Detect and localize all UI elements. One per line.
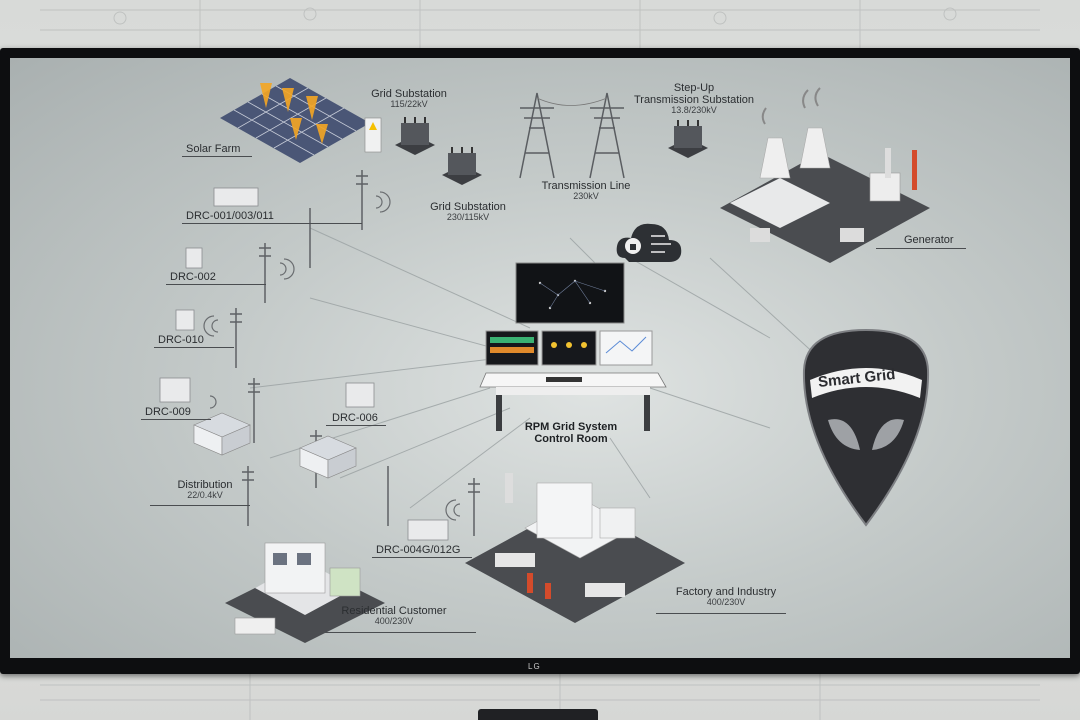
pylon-icon	[519, 92, 625, 179]
grid-substation-rating: 115/22kV	[390, 99, 428, 110]
drc-004-label: DRC-004G/012G	[376, 544, 461, 556]
grid-substation-title: Grid Substation	[371, 88, 447, 100]
grid-substation-label: Grid Substation 115/22kV	[364, 88, 454, 110]
control-room-title-line1: RPM Grid System	[524, 421, 618, 433]
residential-title: Residential Customer	[341, 605, 447, 617]
solar-farm-label: Solar Farm	[186, 143, 241, 155]
grid-substation-2-rating: 230/115kV	[446, 212, 490, 223]
factory-label: Factory and Industry 400/230V	[656, 586, 796, 608]
drc-010-label: DRC-010	[158, 334, 204, 346]
grid-substation-2-label: Grid Substation 230/115kV	[416, 201, 520, 223]
transformer-icon	[395, 117, 435, 155]
meter-box-icon	[299, 435, 357, 479]
transmission-line-rating: 230kV	[573, 191, 599, 202]
transmission-line-label: Transmission Line 230kV	[524, 180, 648, 202]
meter-box-icon	[159, 187, 449, 541]
factory-rating: 400/230V	[706, 597, 746, 608]
label-underline	[154, 347, 234, 348]
control-room-title-line2: Control Room	[534, 433, 608, 446]
power-plant-icon	[720, 87, 930, 263]
label-underline	[182, 156, 252, 157]
grid-substation-2-title: Grid Substation	[430, 201, 506, 213]
transformer-icon	[442, 147, 482, 185]
drc-009-label: DRC-009	[145, 406, 191, 418]
tv-stand	[478, 709, 598, 720]
generator-label: Generator	[904, 234, 954, 246]
house-icon	[225, 542, 385, 643]
distribution-label: Distribution 22/0.4kV	[160, 479, 250, 501]
tv-brand-logo: LG	[528, 662, 541, 671]
factory-title: Factory and Industry	[675, 586, 777, 598]
label-underline	[182, 223, 362, 224]
residential-label: Residential Customer 400/230V	[324, 605, 464, 627]
drc-001-label: DRC-001/003/011	[186, 210, 274, 222]
factory-icon	[465, 473, 685, 623]
cloud-lock-icon	[616, 223, 682, 262]
label-underline	[656, 613, 786, 614]
diagram-canvas	[159, 78, 930, 643]
distribution-rating: 22/0.4kV	[187, 490, 223, 501]
drc-006-label: DRC-006	[332, 412, 378, 424]
step-up-substation-label: Step-Up Transmission Substation 13.8/230…	[614, 82, 774, 116]
label-underline	[306, 632, 476, 633]
smart-grid-badge-icon	[802, 328, 930, 527]
pole-antenna-icon	[230, 170, 480, 536]
label-underline	[166, 284, 266, 285]
label-underline	[141, 419, 211, 420]
label-underline	[372, 557, 472, 558]
tv-screen: Solar Farm Grid Substation 115/22kV Step…	[10, 58, 1070, 658]
signal-icon	[203, 191, 461, 521]
label-underline	[876, 248, 966, 249]
control-room-label: RPM Grid System Control Room	[506, 421, 636, 445]
control-desk-icon	[479, 262, 667, 431]
drc-002-label: DRC-002	[170, 271, 216, 283]
label-underline	[150, 505, 250, 506]
step-up-rating: 13.8/230kV	[671, 105, 717, 116]
distribution-title: Distribution	[177, 479, 233, 491]
label-underline	[326, 425, 386, 426]
residential-rating: 400/230V	[374, 616, 414, 627]
solar-panel-icon	[220, 78, 382, 163]
step-up-title-line1: Step-Up	[673, 82, 715, 94]
transmission-line-title: Transmission Line	[541, 180, 631, 192]
step-up-title-line2: Transmission Substation	[633, 94, 755, 107]
transformer-icon	[668, 120, 708, 158]
